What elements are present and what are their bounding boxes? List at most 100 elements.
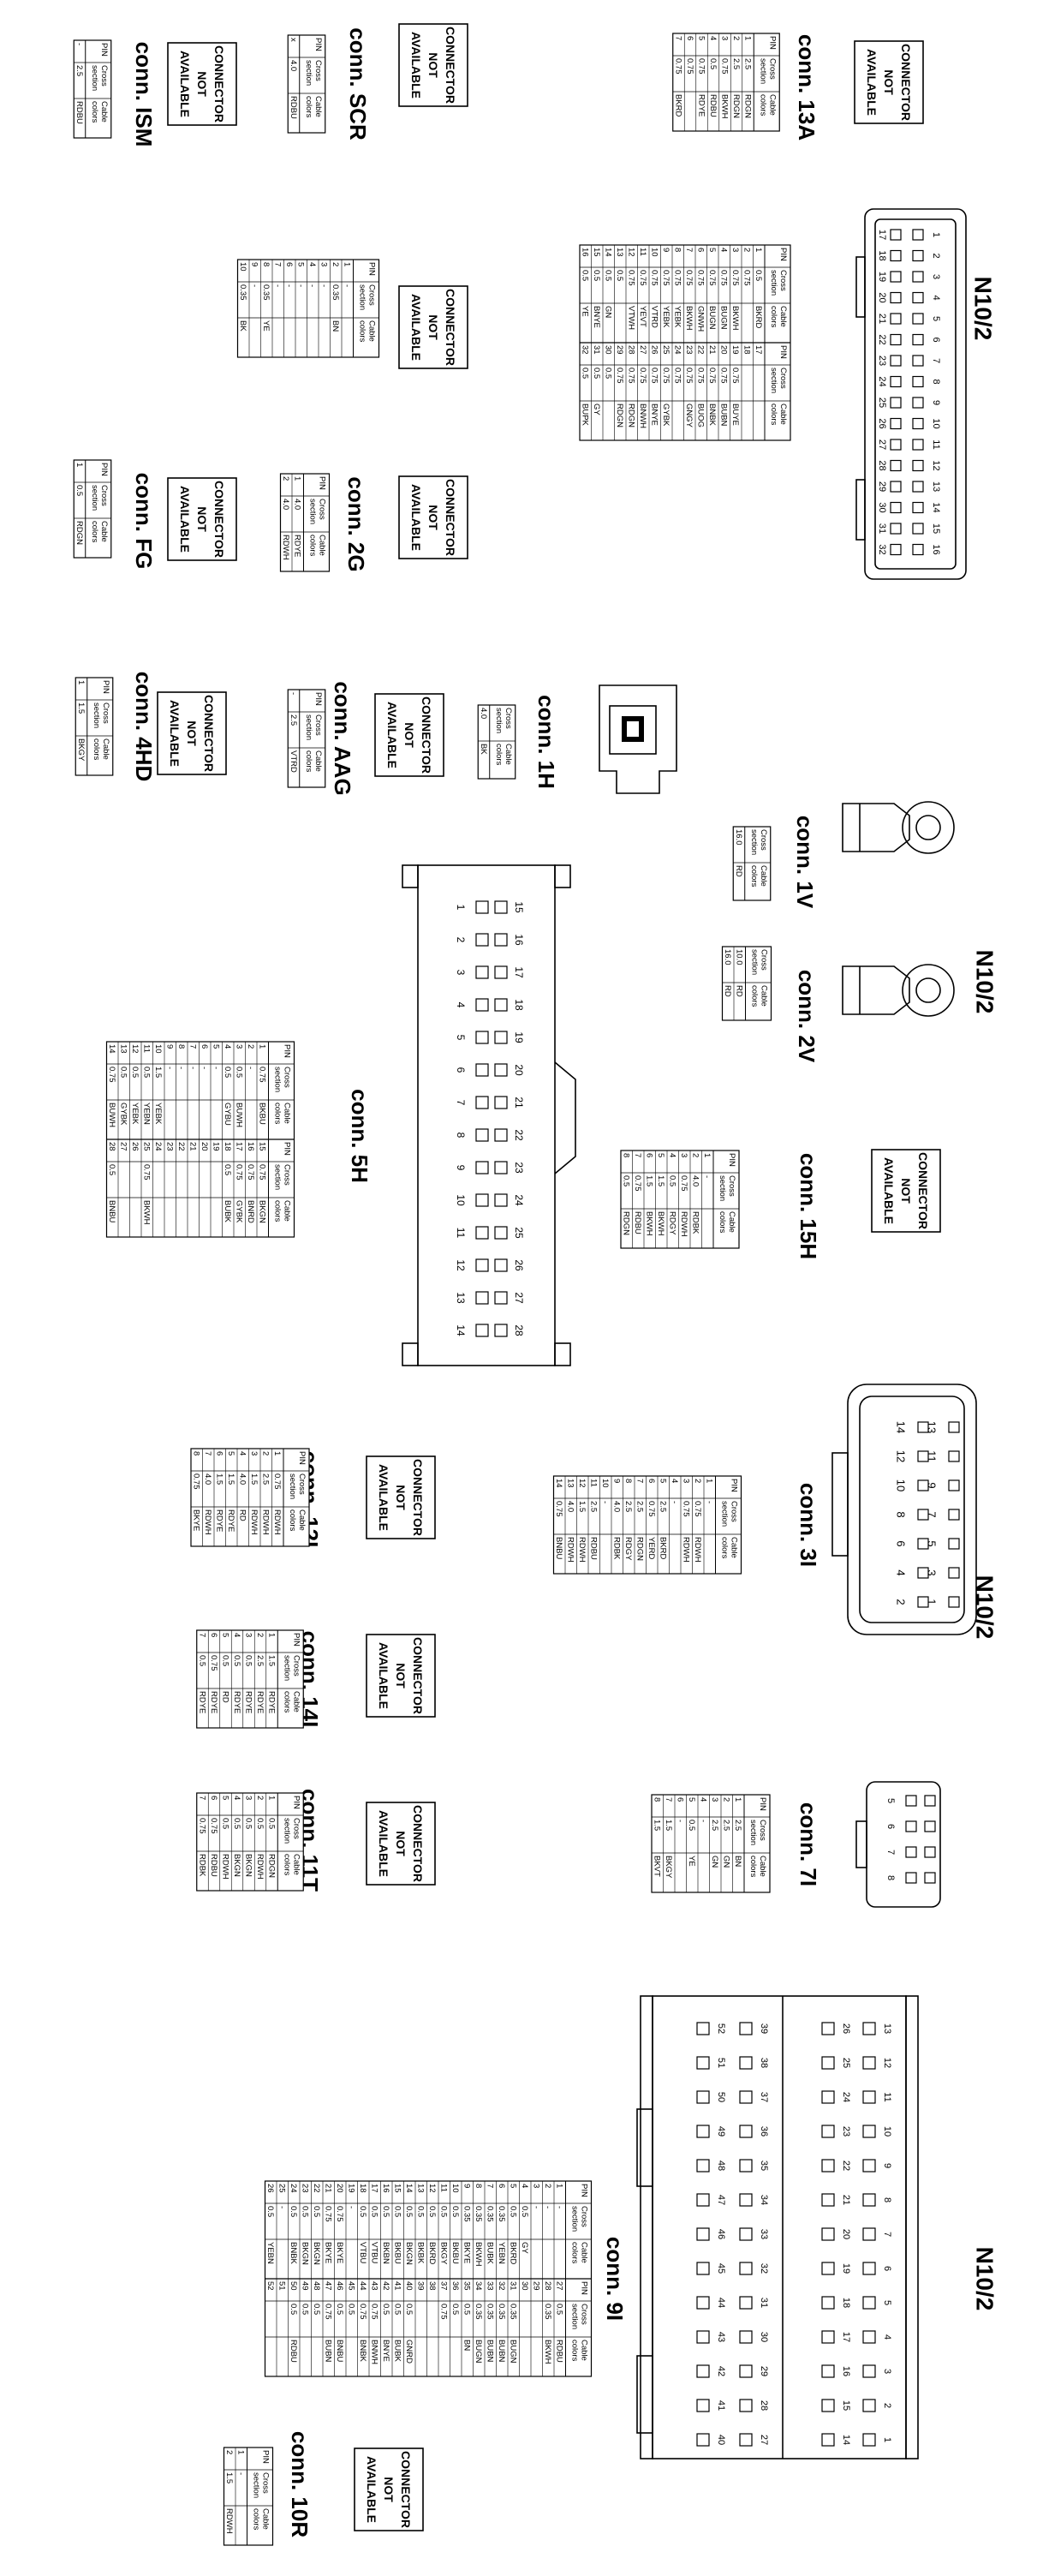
table-cell: YEBK bbox=[153, 1103, 163, 1125]
pin bbox=[821, 2330, 835, 2344]
table-cell: 3 bbox=[719, 36, 729, 40]
pin-number: 52 bbox=[716, 2023, 726, 2034]
table-header: Crosssection bbox=[758, 58, 777, 84]
table-cell: 1 bbox=[742, 36, 752, 40]
pin-number: 8 bbox=[931, 379, 941, 384]
table-header: Crosssection bbox=[273, 1067, 292, 1092]
table-cell: BKGN bbox=[301, 2242, 310, 2265]
table-header: Cablecolors bbox=[304, 750, 323, 773]
table-cell: - bbox=[200, 1067, 209, 1069]
table-cell: RDWH bbox=[220, 1854, 229, 1880]
table-cell: BKGN bbox=[404, 2242, 414, 2265]
table-conn-2g: PIN12Crosssection4.04.0CablecolorsRDYERD… bbox=[279, 473, 331, 572]
table-cell: 0.5 bbox=[668, 1175, 677, 1186]
pin bbox=[821, 2262, 835, 2275]
table-cell: 15 bbox=[592, 248, 601, 257]
table-cell: 1.5 bbox=[664, 1820, 673, 1831]
table-cell: 34 bbox=[474, 2281, 483, 2291]
table-header: PIN bbox=[580, 2281, 589, 2295]
table-cell: 0.75 bbox=[246, 1164, 255, 1180]
table-cell: 0.75 bbox=[696, 270, 706, 286]
table-cell: 13 bbox=[615, 248, 624, 257]
table-cell: 1.5 bbox=[224, 2472, 234, 2483]
table-cell: 0.75 bbox=[693, 1501, 702, 1517]
pin bbox=[862, 2193, 876, 2207]
table-cell: 25 bbox=[277, 2184, 287, 2193]
table-cell: 0.5 bbox=[335, 2304, 344, 2315]
table-cell: 2 bbox=[691, 1153, 700, 1157]
pin bbox=[494, 1063, 508, 1077]
pin bbox=[912, 291, 924, 304]
pin-number: 17 bbox=[841, 2332, 851, 2342]
table-cell: 10 bbox=[600, 1479, 610, 1488]
label-n10-2-2: N10/2 bbox=[972, 950, 998, 1014]
pin-number: 22 bbox=[841, 2161, 851, 2171]
table-cell: GYBK bbox=[235, 1200, 244, 1223]
table-cell: GYBK bbox=[661, 403, 671, 427]
table-cell: 0.75 bbox=[258, 1067, 267, 1083]
table-header: Cablecolors bbox=[769, 306, 788, 328]
pin-number: 23 bbox=[841, 2126, 851, 2137]
table-cell: - bbox=[699, 1820, 708, 1822]
table-cell: RDWH bbox=[261, 1509, 271, 1535]
table-cell: RDGN bbox=[75, 521, 84, 545]
table-cell: 7 bbox=[486, 2184, 495, 2188]
pin bbox=[494, 998, 508, 1012]
pin bbox=[912, 333, 924, 346]
table-header: Cablecolors bbox=[273, 1103, 292, 1125]
table-cell: 0.75 bbox=[107, 1067, 116, 1083]
pin-number: 11 bbox=[931, 439, 941, 449]
table-cell: 3 bbox=[319, 262, 329, 266]
table-cell: 0.35 bbox=[497, 2206, 506, 2222]
not-available-text: AVAILABLE bbox=[377, 1810, 390, 1877]
table-cell: VTRD bbox=[289, 750, 298, 773]
table-cell: - bbox=[289, 692, 298, 695]
table-header: Crosssection bbox=[769, 368, 788, 393]
table-cell: 31 bbox=[592, 345, 601, 355]
pin bbox=[948, 1509, 960, 1521]
not-available-text: NOT bbox=[185, 720, 199, 746]
table-cell: 14 bbox=[404, 2184, 414, 2193]
table-cell: 7 bbox=[633, 1153, 642, 1157]
table-cell: 27 bbox=[638, 345, 647, 355]
pin bbox=[696, 2262, 710, 2275]
table-cell: 12 bbox=[627, 248, 636, 257]
table-cell: 0.75 bbox=[335, 2206, 344, 2222]
pin-number: 10 bbox=[895, 1479, 908, 1491]
pin bbox=[862, 2399, 876, 2412]
table-cell: 0.5 bbox=[393, 2206, 402, 2217]
table-cell: 2 bbox=[722, 1797, 731, 1802]
table-cell: 0.5 bbox=[289, 2206, 298, 2217]
pin bbox=[890, 523, 902, 535]
table-cell: BKGN bbox=[258, 1200, 267, 1223]
table-cell: 2 bbox=[224, 2450, 234, 2454]
pin-number: 6 bbox=[931, 337, 941, 342]
pin-number: 27 bbox=[877, 439, 887, 450]
pin bbox=[862, 2330, 876, 2344]
pin bbox=[924, 1820, 936, 1832]
table-cell: 0.5 bbox=[381, 2304, 390, 2315]
table-cell: BNBU bbox=[107, 1200, 116, 1223]
table-cell: 9 bbox=[165, 1044, 175, 1049]
pin bbox=[890, 249, 902, 262]
pin-number: 32 bbox=[877, 544, 887, 554]
table-cell: 23 bbox=[165, 1142, 175, 1151]
table-cell: 0.5 bbox=[232, 1818, 241, 1829]
table-cell: 21 bbox=[324, 2184, 333, 2193]
pin bbox=[890, 459, 902, 472]
table-cell: 2.5 bbox=[289, 714, 298, 726]
table-conn-5h: PIN1234567891011121314Crosssection0.75-0… bbox=[105, 1041, 295, 1238]
table-header: Crosssection bbox=[769, 270, 788, 296]
table-header: Cablecolors bbox=[273, 1200, 292, 1222]
pin-number: 32 bbox=[759, 2263, 769, 2274]
pin-number: 26 bbox=[877, 418, 887, 428]
pin-number: 34 bbox=[759, 2195, 769, 2205]
table-cell: BNBU bbox=[554, 1537, 563, 1560]
table-cell: RDBU bbox=[589, 1537, 599, 1560]
table-cell: 8 bbox=[673, 248, 682, 252]
table-header: PIN bbox=[580, 2184, 589, 2197]
pin bbox=[948, 1479, 960, 1491]
table-cell: 2 bbox=[261, 1451, 271, 1455]
pin-number: 38 bbox=[759, 2058, 769, 2068]
